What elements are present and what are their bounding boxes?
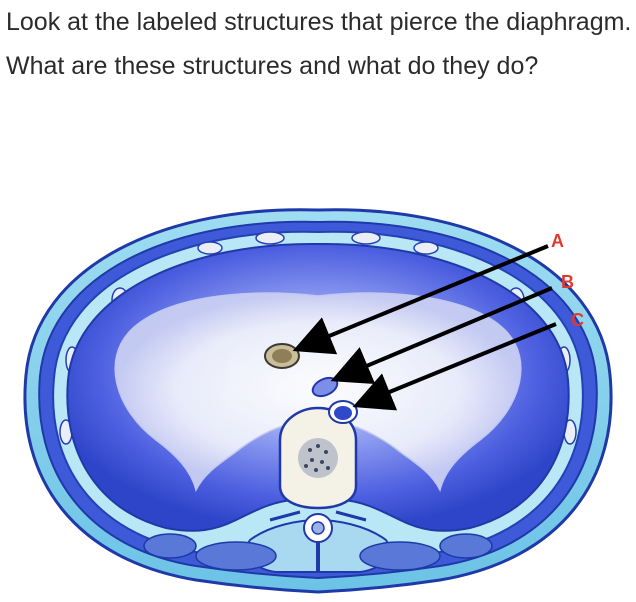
arrow-c bbox=[352, 322, 557, 411]
structure-a-opening bbox=[264, 343, 300, 369]
arrow-a bbox=[292, 244, 549, 355]
vertebra bbox=[246, 406, 390, 573]
structure-c-opening bbox=[328, 400, 358, 424]
label-c: C bbox=[571, 310, 584, 330]
back-muscles bbox=[143, 533, 493, 571]
pointer-arrows bbox=[292, 244, 557, 411]
label-b: B bbox=[561, 272, 574, 292]
question-text: Look at the labeled structures that pier… bbox=[6, 8, 632, 80]
arrow-b bbox=[330, 286, 553, 385]
label-a: A bbox=[551, 231, 564, 251]
